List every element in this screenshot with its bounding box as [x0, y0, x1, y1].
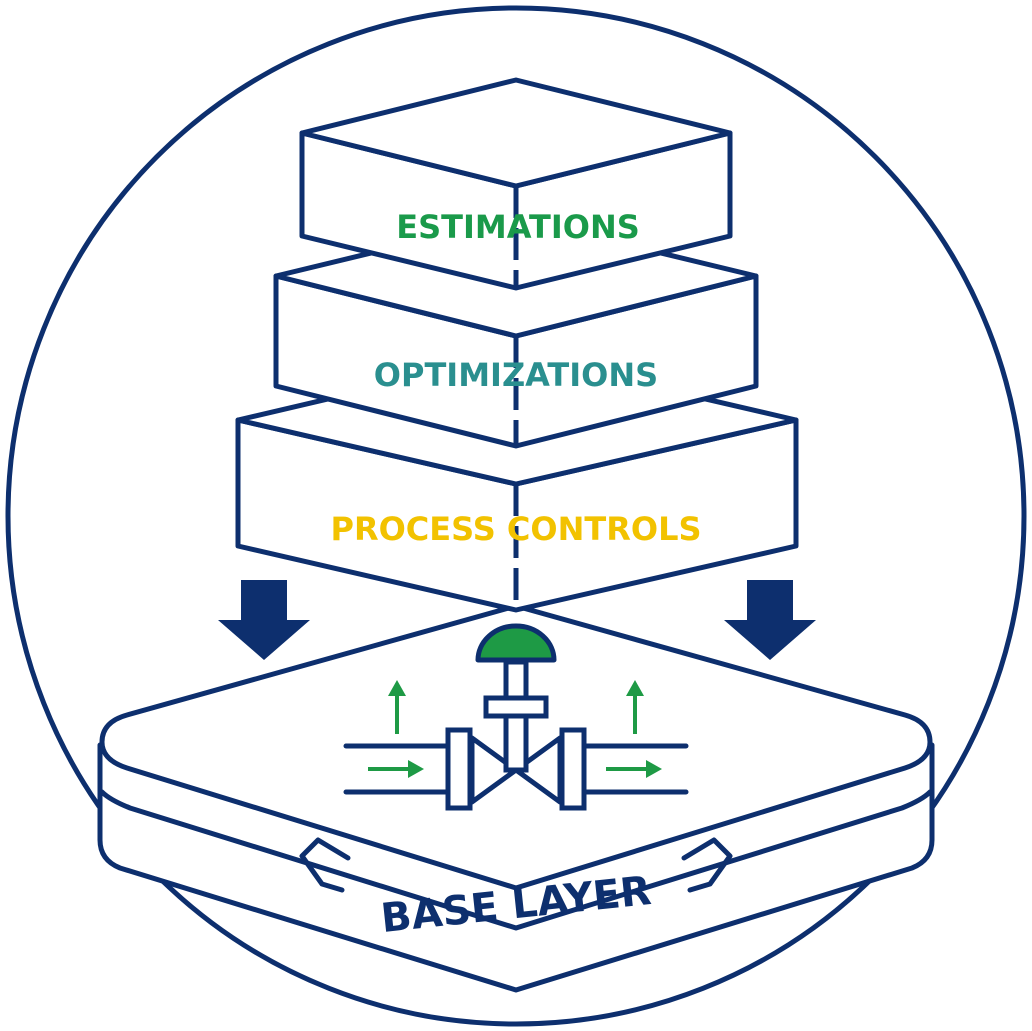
estimations-block — [299, 77, 733, 291]
down-arrow-icon-right — [724, 580, 816, 660]
valve-yoke — [503, 659, 529, 701]
flow-arrow-icon-right-right — [646, 760, 662, 778]
flow-arrow-icon-up-left — [388, 680, 406, 696]
base-slab-rim — [99, 789, 933, 931]
base-label-bracket-left — [299, 837, 351, 893]
down-arrow-icon-left — [218, 580, 310, 660]
flow-arrow-icon-up-right — [626, 680, 644, 696]
outer-circle — [5, 5, 1027, 1027]
base-label-bracket-right — [681, 837, 733, 893]
optimizations-label: OPTIMIZATIONS — [374, 356, 658, 394]
valve-stem — [503, 711, 529, 773]
estimations-top — [299, 77, 733, 189]
process-controls-label: PROCESS CONTROLS — [330, 510, 701, 548]
flow-arrows — [368, 680, 662, 778]
estimations-label: ESTIMATIONS — [396, 208, 640, 246]
valve-actuator — [475, 623, 557, 663]
control-valve-icon — [343, 623, 689, 811]
flow-arrow-icon-right-left — [408, 760, 424, 778]
valve-flange-left — [445, 727, 473, 811]
valve-bonnet — [483, 695, 549, 719]
valve-flange-right — [559, 727, 587, 811]
